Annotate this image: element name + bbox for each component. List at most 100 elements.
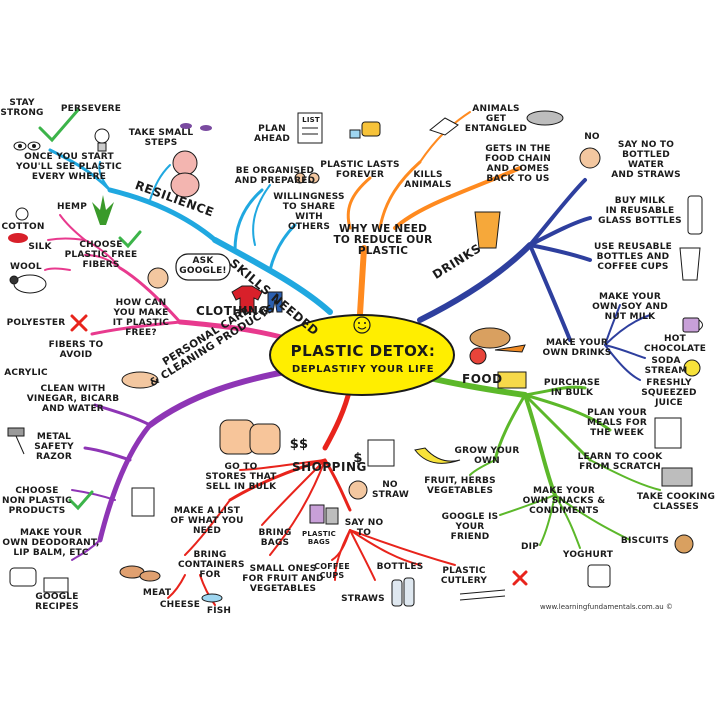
label-say-no-to: SAY NO TO bbox=[344, 518, 384, 538]
label-take-cooking: TAKE COOKING CLASSES bbox=[636, 492, 716, 512]
sacks-icon bbox=[219, 419, 281, 455]
cutlery-icon bbox=[459, 589, 506, 601]
branch-food: FOOD bbox=[462, 372, 503, 386]
person-icon bbox=[348, 480, 368, 500]
label-hot-chocolate: HOT CHOCOLATE bbox=[644, 334, 707, 354]
label-non-plastic: CHOOSE NON PLASTIC PRODUCTS bbox=[2, 486, 72, 516]
cookies-icon bbox=[674, 534, 694, 554]
label-metal-razor: METAL SAFETY RAZOR bbox=[34, 432, 74, 462]
label-bottles: BOTTLES bbox=[376, 562, 424, 572]
label-yoghurt: YOGHURT bbox=[562, 550, 614, 560]
branch-skills-lines bbox=[48, 148, 333, 315]
label-fish: FISH bbox=[206, 606, 232, 616]
label-small-ones: SMALL ONES FOR FRUIT AND VEGETABLES bbox=[242, 564, 324, 594]
lemon-icon bbox=[683, 359, 701, 377]
hand-cleaning-icon bbox=[121, 371, 159, 389]
label-take-small-steps: TAKE SMALL STEPS bbox=[128, 128, 194, 148]
label-grow-own: GROW YOUR OWN bbox=[454, 446, 520, 466]
label-food-chain: GETS IN THE FOOD CHAIN AND COMES BACK TO… bbox=[484, 144, 552, 184]
label-coffee-cups: COFFEE CUPS bbox=[314, 562, 350, 580]
label-bring-containers: BRING CONTAINERS FOR bbox=[178, 550, 245, 580]
label-make-list: MAKE A LIST OF WHAT YOU NEED bbox=[170, 506, 244, 536]
label-no: NO bbox=[584, 132, 600, 142]
label-choose-free: CHOOSE PLASTIC FREE FIBERS bbox=[64, 240, 138, 270]
bird-icon bbox=[428, 117, 459, 136]
eyes-icon bbox=[13, 141, 41, 151]
branch-food-lines bbox=[427, 375, 661, 549]
label-clean-vinegar: CLEAN WITH VINEGAR, BICARB AND WATER bbox=[26, 384, 120, 414]
pants-icon bbox=[267, 291, 283, 313]
drinking-person-icon bbox=[579, 147, 601, 169]
label-once-start: ONCE YOU START YOU'LL SEE PLASTIC EVERY … bbox=[16, 152, 122, 182]
plastic-items-icon bbox=[349, 121, 381, 139]
label-willingness: WILLINGNESS TO SHARE WITH OTHERS bbox=[273, 192, 345, 232]
fish-icon bbox=[201, 593, 223, 603]
label-plan-meals: PLAN YOUR MEALS FOR THE WEEK bbox=[587, 408, 647, 438]
label-make-drinks: MAKE YOUR OWN DRINKS bbox=[542, 338, 612, 358]
label-kills-animals: KILLS ANIMALS bbox=[404, 170, 452, 190]
label-plastic-bags: PLASTIC BAGS bbox=[302, 530, 336, 546]
shirt-icon bbox=[231, 285, 263, 313]
center-title: PLASTIC DETOX: bbox=[290, 342, 436, 360]
cross-icon bbox=[70, 314, 528, 586]
label-dollars: $$ bbox=[289, 437, 309, 452]
label-stay-strong: STAY STRONG bbox=[0, 98, 44, 118]
people-icon bbox=[294, 172, 320, 184]
center-oval bbox=[269, 314, 455, 396]
lips-icon bbox=[8, 233, 28, 243]
face-icon bbox=[147, 267, 169, 289]
clipboard-icon bbox=[297, 112, 323, 144]
yoghurt-jar-icon bbox=[587, 564, 611, 588]
label-plastic-cutlery: PLASTIC CUTLERY bbox=[440, 566, 488, 586]
label-fruit-herbs: FRUIT, HERBS VEGETABLES bbox=[424, 476, 496, 496]
muscle-man-icon bbox=[170, 150, 200, 198]
jar-icon bbox=[9, 567, 37, 587]
label-learn-cook: LEARN TO COOK FROM SCRATCH bbox=[577, 452, 663, 472]
label-deodorant: MAKE YOUR OWN DEODORANT, LIP BALM, ETC bbox=[2, 528, 100, 558]
hemp-leaf-icon bbox=[92, 195, 114, 225]
label-persevere: PERSEVERE bbox=[60, 104, 122, 114]
bags-icon bbox=[309, 504, 339, 525]
milk-bottle-icon bbox=[687, 195, 703, 235]
hammer-icon bbox=[7, 427, 25, 455]
label-animals-entangled: ANIMALS GET ENTANGLED bbox=[464, 104, 528, 134]
branch-drinks-lines bbox=[417, 178, 651, 381]
label-plan-ahead: PLAN AHEAD bbox=[253, 124, 291, 144]
label-polyester: POLYESTER bbox=[6, 318, 66, 328]
banana-icon bbox=[414, 447, 461, 464]
label-google-friend: GOOGLE IS YOUR FRIEND bbox=[441, 512, 499, 542]
sheep-icon bbox=[9, 274, 47, 294]
label-buy-milk: BUY MILK IN REUSABLE GLASS BOTTLES bbox=[598, 196, 682, 226]
branch-why: WHY WE NEED TO REDUCE OUR PLASTIC bbox=[333, 223, 433, 257]
animal-icon bbox=[526, 110, 564, 126]
branch-personal-lines bbox=[71, 367, 298, 561]
label-soda-stream: SODA STREAM bbox=[644, 356, 688, 376]
notepad-icon bbox=[654, 417, 682, 449]
branch-clothing: CLOTHING bbox=[196, 304, 269, 318]
pot-icon bbox=[661, 467, 693, 487]
label-purchase-bulk: PURCHASE IN BULK bbox=[543, 378, 601, 398]
label-be-organised: BE ORGANISED AND PREPARED bbox=[234, 166, 316, 186]
label-dollar: $ bbox=[353, 451, 363, 466]
label-plastic-lasts: PLASTIC LASTS FOREVER bbox=[320, 160, 400, 180]
label-dip: DIP bbox=[520, 542, 539, 552]
cup-icon bbox=[682, 317, 703, 333]
label-hemp: HEMP bbox=[56, 202, 88, 212]
label-silk: SILK bbox=[28, 242, 52, 252]
yarn-icon bbox=[15, 207, 29, 221]
label-cotton: COTTON bbox=[1, 222, 45, 232]
bottles-icon bbox=[391, 577, 415, 607]
label-fibers-avoid: FIBERS TO AVOID bbox=[48, 340, 104, 360]
checkmark-icon bbox=[38, 108, 142, 511]
speech-bubble-icon bbox=[175, 253, 231, 281]
label-list-word: LIST bbox=[302, 116, 320, 124]
label-fresh-juice: FRESHLY SQUEEZED JUICE bbox=[641, 378, 697, 408]
label-snacks: MAKE YOUR OWN SNACKS & CONDIMENTS bbox=[522, 486, 606, 516]
label-meat: MEAT bbox=[142, 588, 172, 598]
food-pile-icon bbox=[469, 327, 527, 389]
label-wool: WOOL bbox=[10, 262, 42, 272]
branch-shopping: SHOPPING bbox=[292, 460, 367, 474]
label-straws: STRAWS bbox=[341, 594, 385, 604]
